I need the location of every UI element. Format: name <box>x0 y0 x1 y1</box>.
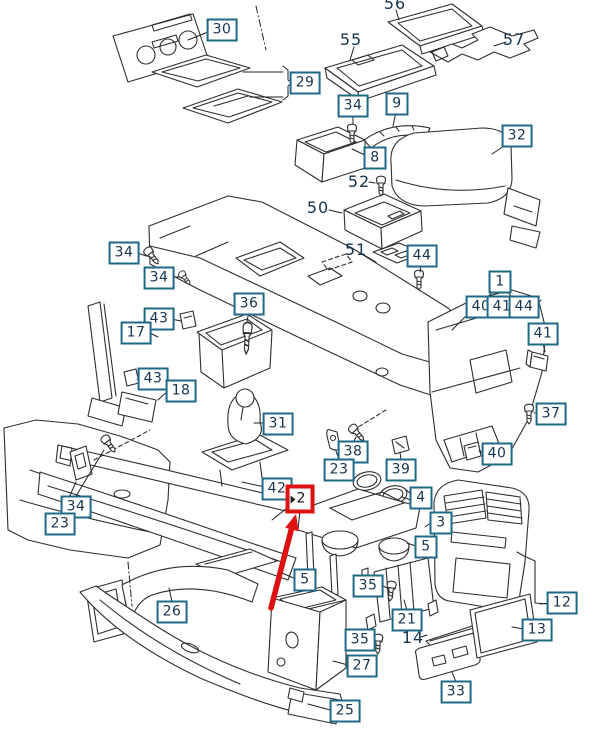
part-clips-center <box>326 409 410 455</box>
highlight-arrow <box>268 514 299 611</box>
part-panel-33 <box>414 632 481 681</box>
part-bracket-21 <box>365 557 439 631</box>
part-shifter-31 <box>201 388 289 487</box>
part-shifter-frame-36 <box>196 313 273 389</box>
part-armrest-32 <box>390 127 541 249</box>
part-tray-29b <box>182 88 283 124</box>
part-rear-console <box>427 289 547 473</box>
part-rear-panel-3 <box>433 479 530 611</box>
part-bracket-17-18 <box>87 301 197 427</box>
part-clip-left-23 <box>69 429 151 481</box>
part-tray-55 <box>324 44 437 102</box>
part-bracket-57 <box>429 26 539 63</box>
part-storage-50 <box>343 193 423 250</box>
part-tray-29a <box>151 54 251 88</box>
part-clip-40b <box>463 441 482 461</box>
part-tray-56 <box>387 3 485 55</box>
part-clip-41b <box>525 349 549 372</box>
part-housing-27 <box>267 586 347 703</box>
